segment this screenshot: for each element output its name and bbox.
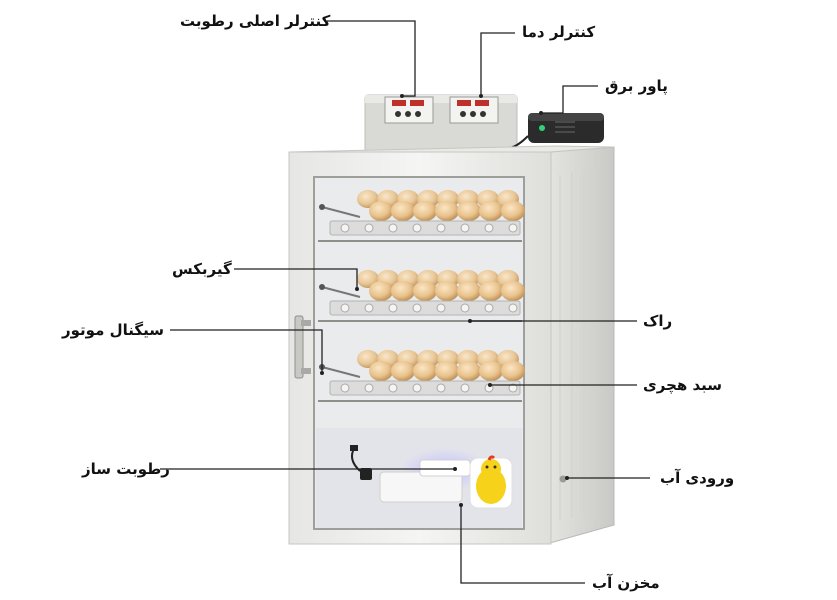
label-rack: راک <box>643 312 673 330</box>
tray-slot <box>460 223 470 233</box>
egg <box>391 281 415 301</box>
leader-lines <box>160 20 650 584</box>
label-humidifier: رطوبت ساز <box>82 460 170 478</box>
tray-slot <box>484 223 494 233</box>
tray-slot <box>460 383 470 393</box>
mascot-sticker <box>469 455 513 509</box>
tray-slot <box>508 223 518 233</box>
tray-slot <box>460 303 470 313</box>
tray-slot <box>412 383 422 393</box>
gearbox-pivot <box>319 204 325 210</box>
tray-slot <box>508 303 518 313</box>
label-temperature-controller: کنترلر دما <box>522 23 596 41</box>
label-power-supply: پاور برق <box>605 77 668 95</box>
gearbox-arm <box>321 286 361 298</box>
gearbox-arm <box>321 366 361 378</box>
egg <box>369 361 393 381</box>
egg <box>457 361 481 381</box>
egg-tray <box>329 300 521 316</box>
egg <box>391 361 415 381</box>
tray-slot <box>340 223 350 233</box>
label-gearbox: گیربکس <box>172 260 232 278</box>
gearbox-pivot <box>319 284 325 290</box>
egg <box>435 281 459 301</box>
tray-slot <box>436 383 446 393</box>
egg <box>435 201 459 221</box>
egg <box>391 201 415 221</box>
egg <box>479 361 503 381</box>
tray-slot <box>436 303 446 313</box>
egg <box>501 361 525 381</box>
egg <box>457 201 481 221</box>
egg <box>501 281 525 301</box>
door-handle <box>294 315 311 379</box>
egg <box>369 201 393 221</box>
tray-slot <box>484 303 494 313</box>
tray-slot <box>388 303 398 313</box>
tray-slot <box>508 383 518 393</box>
egg <box>501 201 525 221</box>
label-water-tank: مخزن آب <box>592 574 660 592</box>
tray-slot <box>364 383 374 393</box>
egg <box>413 201 437 221</box>
egg <box>435 361 459 381</box>
tray-slot <box>340 383 350 393</box>
egg <box>479 281 503 301</box>
tray-slot <box>412 223 422 233</box>
tray-slot <box>412 303 422 313</box>
label-motor-signal: سیگنال موتور <box>62 321 164 339</box>
tray-slot <box>388 223 398 233</box>
controller-box <box>364 94 518 153</box>
tray-slot <box>364 223 374 233</box>
label-humidity-main-controller: کنترلر اصلی رطوبت <box>180 12 331 30</box>
leader-dots <box>320 94 569 507</box>
tray-slot <box>364 303 374 313</box>
tray-slot <box>436 223 446 233</box>
egg <box>413 361 437 381</box>
egg <box>457 281 481 301</box>
tray-slot <box>340 303 350 313</box>
egg <box>369 281 393 301</box>
label-egg-basket: سبد هچری <box>643 376 723 394</box>
egg-tray <box>329 220 521 236</box>
label-water-inlet: ورودی آب <box>660 469 735 487</box>
power-supply-unit <box>509 113 604 149</box>
tray-slot <box>388 383 398 393</box>
egg-tray <box>329 380 521 396</box>
gearbox-arm <box>321 206 361 218</box>
egg <box>413 281 437 301</box>
egg <box>479 201 503 221</box>
